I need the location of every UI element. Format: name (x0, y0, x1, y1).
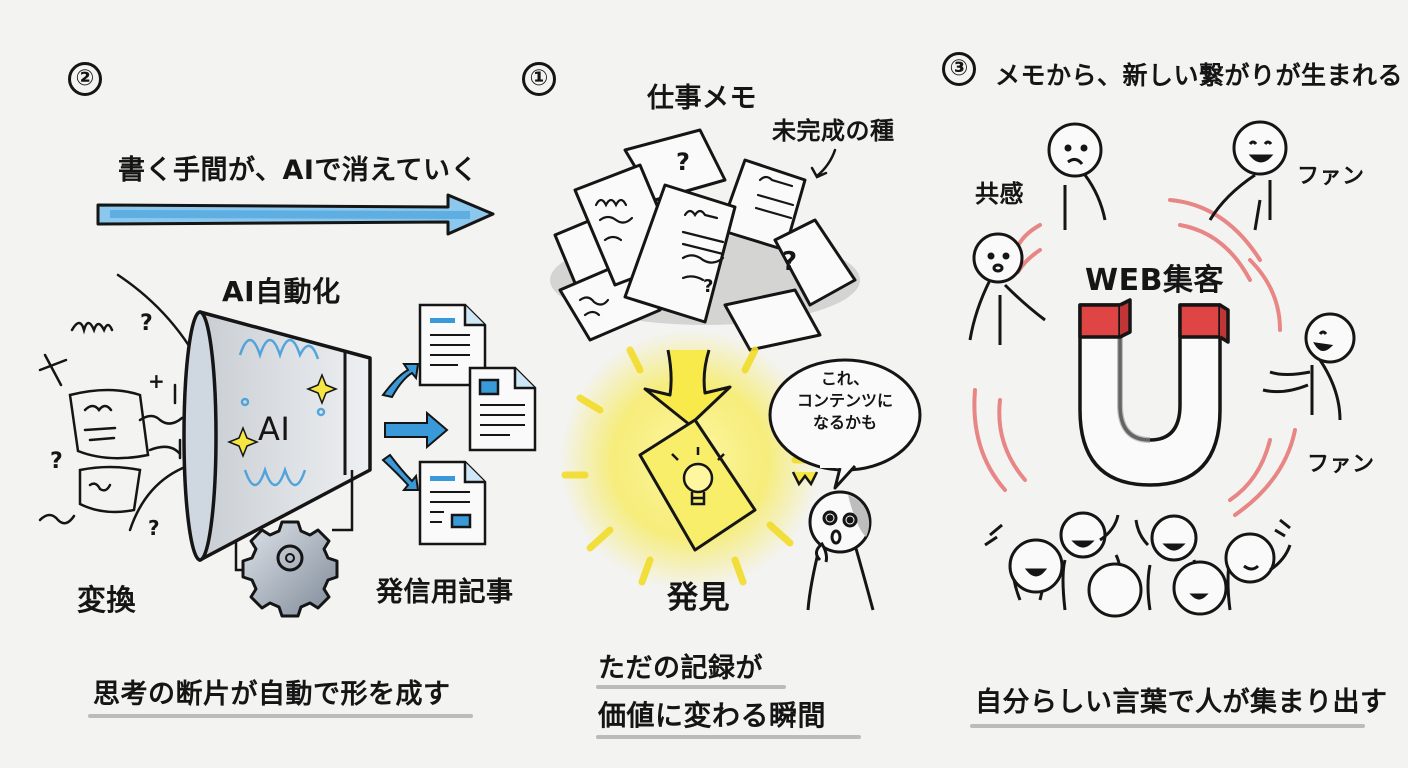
caption-underline (596, 735, 861, 739)
step-number-3: ③ (942, 52, 976, 86)
panel2-caption: 思考の断片が自動で形を成す (93, 679, 451, 710)
web-marketing-label: WEB集客 (1085, 263, 1224, 298)
paper-question-marks: ? ? ? (676, 148, 797, 297)
step-number-1: ① (522, 62, 556, 96)
person-left-icon (968, 232, 1046, 345)
person-fan-right-icon (1262, 312, 1356, 421)
speech-line-2: コンテンツに (796, 391, 893, 410)
funnel-ai-label: AI (258, 410, 291, 448)
panel3-headline: メモから、新しい繋がりが生まれる (995, 61, 1404, 90)
caption-underline (88, 714, 473, 718)
seed-pointer-arrow-icon (810, 148, 837, 179)
panel1-caption-line-2: 価値に変わる瞬間 (598, 699, 827, 732)
speech-bubble-icon (768, 358, 922, 490)
convert-label: 変換 (77, 583, 137, 617)
work-memo-title: 仕事メモ (647, 83, 757, 114)
panel3-caption: 自分らしい言葉で人が集まり出す (975, 687, 1388, 718)
empathy-label: 共感 (975, 180, 1024, 208)
question-mark-icons: ? ? ? + (50, 311, 165, 540)
progress-arrow-icon (96, 193, 495, 236)
ai-funnel-icon (182, 310, 372, 572)
fan-label-top: ファン (1297, 164, 1365, 189)
person-empathy-icon (1047, 122, 1107, 230)
caption-underline (596, 685, 786, 689)
step-number-2: ② (68, 62, 102, 96)
ai-automation-label: AI自動化 (222, 275, 341, 308)
speech-line-3: なるかも (812, 413, 877, 432)
fan-label-right: ファン (1307, 452, 1375, 477)
gear-icon (241, 520, 339, 618)
document-icons (418, 303, 537, 546)
svg-text:?: ? (676, 148, 690, 176)
unfinished-seed-label: 未完成の種 (772, 117, 895, 145)
output-articles-label: 発信用記事 (376, 577, 514, 608)
svg-text:?: ? (703, 276, 713, 297)
speech-bubble-text: これ、 コンテンツに なるかも (775, 368, 915, 434)
surprise-mark-icon (791, 471, 819, 487)
lightbulb-icon (671, 447, 725, 506)
panel2-headline: 書く手間が、AIで消えていく (118, 155, 479, 186)
paper-scribbles (578, 175, 795, 317)
discovery-label: 発見 (667, 580, 730, 616)
paper-pile-icon (550, 128, 860, 352)
surprised-person-icon (806, 490, 875, 611)
svg-text:?: ? (50, 449, 63, 474)
svg-text:?: ? (782, 247, 797, 277)
svg-text:?: ? (140, 311, 153, 336)
output-arrows-icon (381, 363, 449, 491)
svg-text:?: ? (148, 516, 160, 540)
panel1-caption-line-1: ただの記録が (598, 653, 763, 684)
svg-text:+: + (148, 369, 165, 393)
caption-underline (970, 724, 1365, 728)
person-fan-top-icon (1208, 120, 1288, 231)
crowd-icon (984, 511, 1292, 618)
magnet-icon (1078, 298, 1230, 487)
speech-line-1: これ、 (820, 369, 870, 388)
attraction-waves-icon (972, 198, 1297, 517)
